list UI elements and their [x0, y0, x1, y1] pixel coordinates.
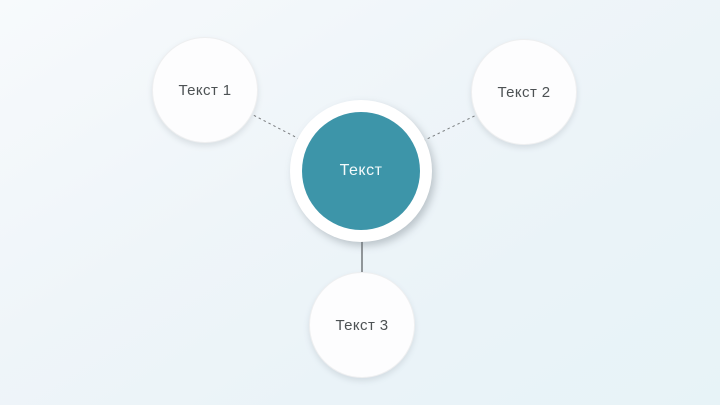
diagram-center-node-fill: Текст — [302, 112, 420, 230]
diagram-center-node-label: Текст — [339, 162, 383, 179]
diagram-node-3-label: Текст 3 — [335, 316, 389, 334]
diagram-node-3[interactable]: Текст 3 — [309, 272, 415, 378]
diagram-node-2[interactable]: Текст 2 — [471, 39, 577, 145]
diagram-node-2-label: Текст 2 — [497, 83, 551, 101]
diagram-node-1-label: Текст 1 — [178, 81, 232, 99]
diagram-node-1[interactable]: Текст 1 — [152, 37, 258, 143]
diagram-center-node[interactable]: Текст — [290, 100, 432, 242]
